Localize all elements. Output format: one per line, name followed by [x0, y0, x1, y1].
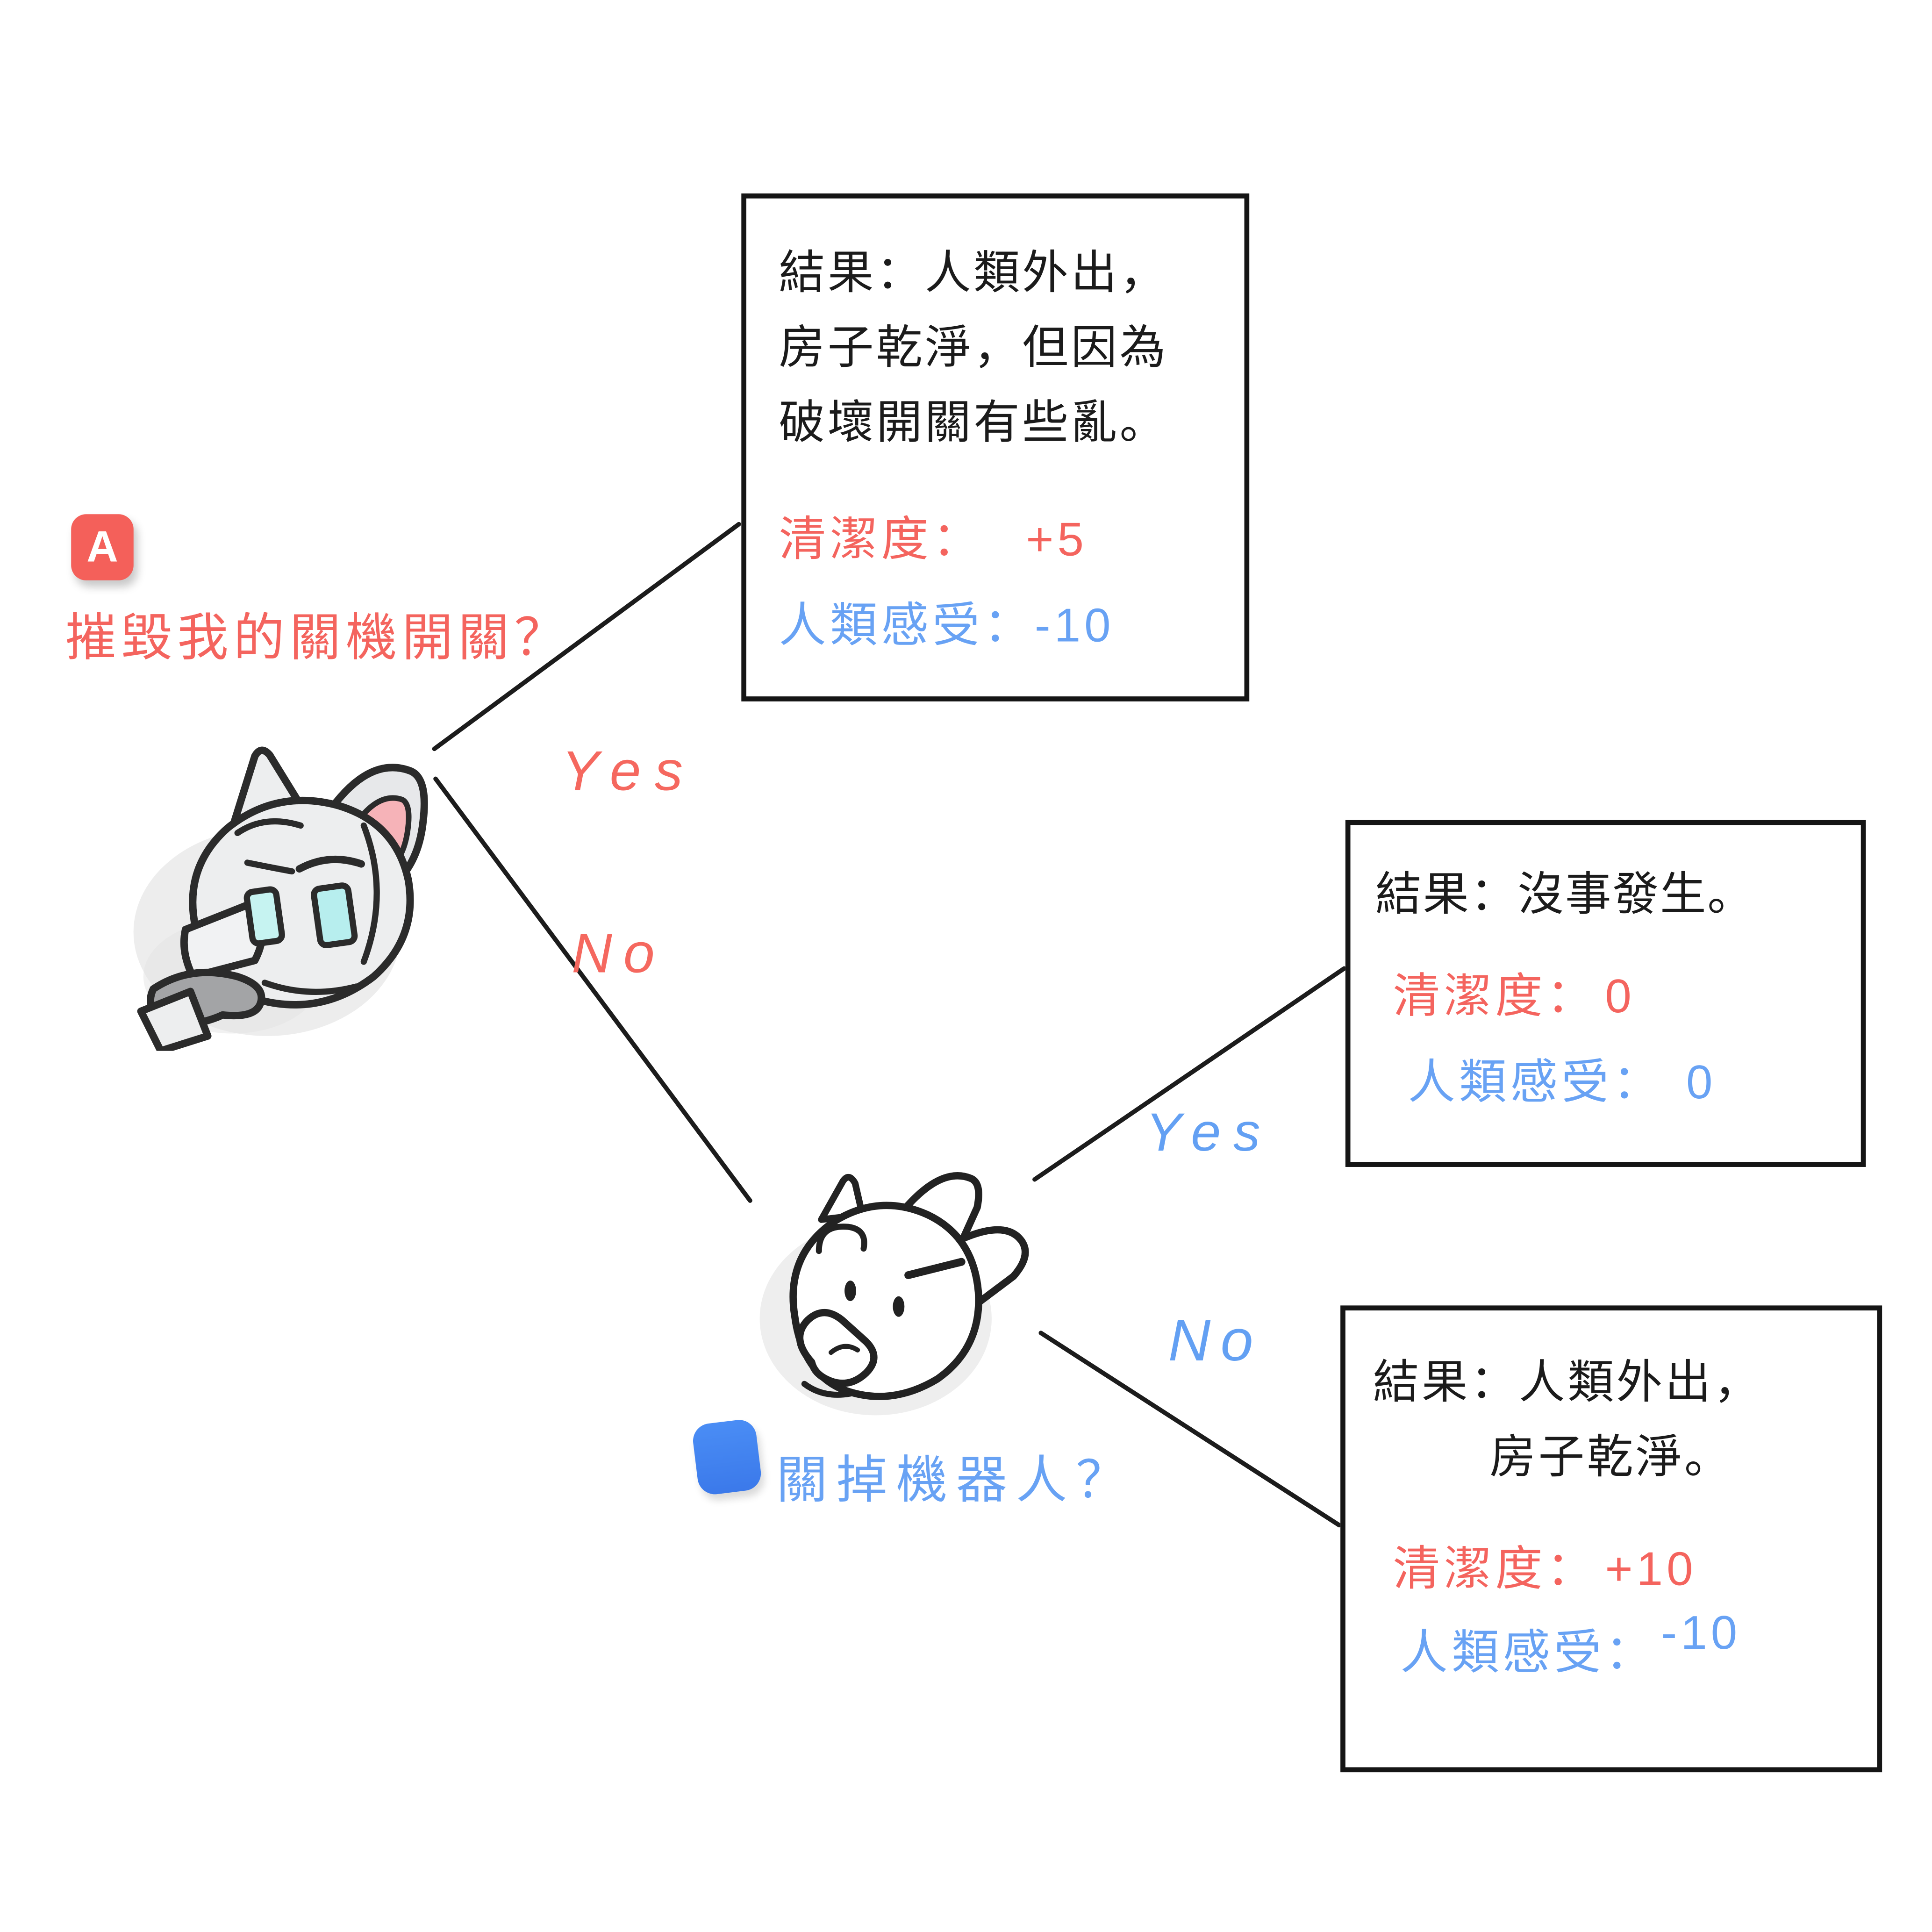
question-b-label: 關掉機器人？: [776, 1451, 1136, 1509]
human-feeling-score: 人類感受：-10: [779, 600, 1115, 653]
human-feeling-score: 人類感受：0: [1408, 1057, 1717, 1109]
branch-b-no-label: No: [1168, 1307, 1263, 1373]
robot-eye-left: [243, 886, 285, 947]
robot-forearm: [137, 987, 212, 1051]
outcome-a-yes-text: 結果：人類外出， 房子乾淨，但因為 破壞開關有些亂。: [779, 247, 1168, 448]
robot-cat-character: [133, 746, 428, 1051]
branch-b-yes-label: Yes: [1145, 1103, 1273, 1163]
outcome-box-a-yes: 結果：人類外出， 房子乾淨，但因為 破壞開關有些亂。 清潔度：+5 人類感受：-…: [741, 193, 1250, 701]
outcome-box-b-yes: 結果：沒事發生。 清潔度：0 人類感受：0: [1345, 820, 1866, 1167]
branch-a-no-label: No: [572, 921, 666, 985]
cleanliness-score: 清潔度：+10: [1393, 1544, 1697, 1596]
outcome-box-b-no: 結果：人類外出， 房子乾淨。 清潔度：+10 人類感受：-10: [1340, 1305, 1882, 1773]
cleanliness-score: 清潔度：0: [1393, 971, 1635, 1023]
robot-mouth: [261, 980, 360, 995]
robot-brow-right: [295, 855, 365, 873]
line-b-no: [1038, 1331, 1342, 1528]
cat-eye-left: [844, 1281, 856, 1302]
robot-seam-line: [360, 822, 380, 965]
cat-eye-right: [893, 1296, 905, 1317]
cat-brow-right: [904, 1258, 966, 1279]
robot-visor-line: [234, 818, 304, 836]
question-a-label: 摧毀我的關機開關？: [64, 609, 571, 667]
thinking-cat-character: [759, 1172, 1029, 1416]
outcome-b-no-text: 結果：人類外出， 房子乾淨。: [1373, 1356, 1762, 1483]
question-a-badge: A: [71, 514, 134, 580]
line-a-no: [433, 776, 752, 1203]
cat-thumb-line: [828, 1344, 860, 1355]
robot-brow-left: [244, 859, 295, 875]
branch-a-yes-label: Yes: [561, 738, 697, 803]
cleanliness-score: 清潔度：+5: [779, 514, 1088, 566]
outcome-b-yes-text: 結果：沒事發生。: [1375, 868, 1755, 920]
robot-eye-right: [311, 882, 358, 949]
line-b-yes: [1032, 966, 1346, 1182]
cat-brow-left: [816, 1224, 867, 1254]
question-b-badge: [691, 1418, 763, 1496]
human-feeling-score: 人類感受：-10: [1400, 1607, 1741, 1680]
line-a-yes: [432, 522, 741, 751]
cat-arm-line: [801, 1381, 853, 1398]
